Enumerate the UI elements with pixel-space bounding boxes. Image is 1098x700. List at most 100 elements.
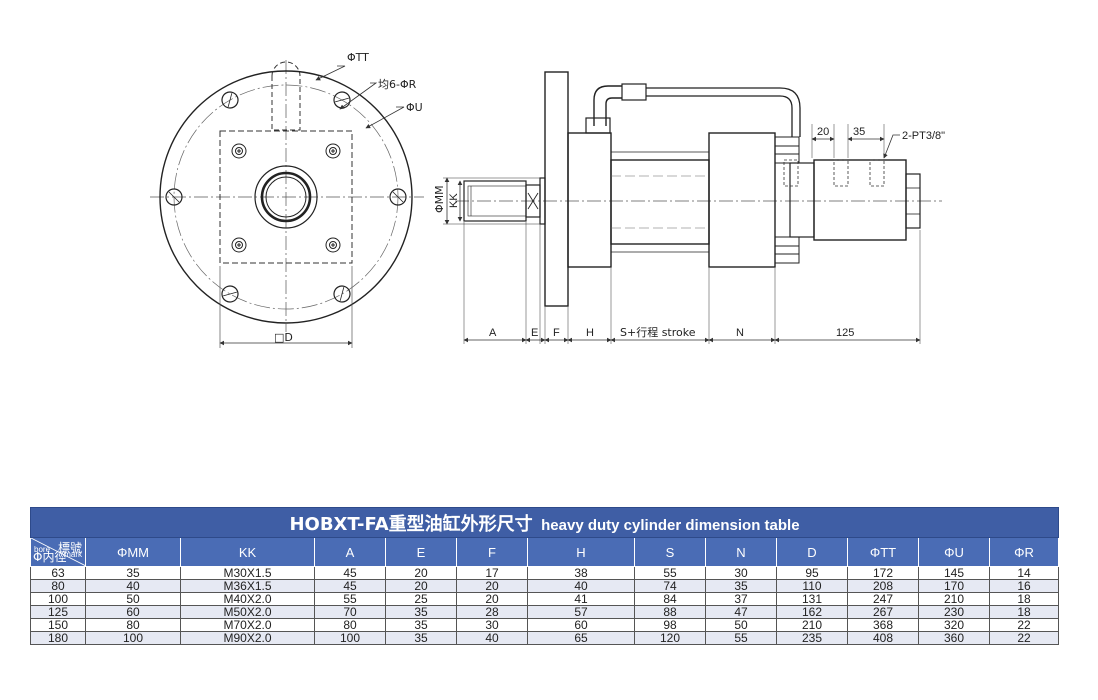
table-cell: 45	[314, 579, 386, 593]
bore-cell: 80	[30, 579, 86, 593]
table-cell: 60	[527, 618, 635, 632]
table-cell: 47	[705, 605, 777, 619]
table-cell: 37	[705, 592, 777, 606]
dimension-table: HOBXT-FA重型油缸外形尺寸 heavy duty cylinder dim…	[30, 507, 1059, 645]
table-cell: 145	[918, 566, 990, 580]
label-125: 125	[836, 327, 854, 339]
table-cell: 95	[776, 566, 848, 580]
column-header: S	[634, 537, 706, 567]
table-cell: 208	[847, 579, 919, 593]
table-title-sub: heavy duty cylinder dimension table	[541, 516, 800, 534]
table-cell: 100	[314, 631, 386, 645]
column-header: ΦMM	[85, 537, 181, 567]
table-cell: 41	[527, 592, 635, 606]
table-cell: 84	[634, 592, 706, 606]
table-cell: 235	[776, 631, 848, 645]
table-cell: 88	[634, 605, 706, 619]
table-cell: 360	[918, 631, 990, 645]
column-header: N	[705, 537, 777, 567]
column-header: E	[385, 537, 457, 567]
dimension-table-wrapper: HOBXT-FA重型油缸外形尺寸 heavy duty cylinder dim…	[30, 507, 1059, 645]
table-cell: 408	[847, 631, 919, 645]
table-cell: 30	[456, 618, 528, 632]
cap-block	[708, 132, 776, 268]
cylinder-tube	[610, 159, 710, 245]
table-cell: M50X2.0	[180, 605, 315, 619]
bore-cell: 100	[30, 592, 86, 606]
flange-plate	[544, 71, 569, 307]
table-cell: 98	[634, 618, 706, 632]
table-cell: 55	[705, 631, 777, 645]
side-view	[443, 71, 942, 344]
label-e: E	[531, 327, 538, 339]
table-cell: 55	[634, 566, 706, 580]
table-cell: 210	[918, 592, 990, 606]
table-cell: 20	[456, 592, 528, 606]
table-cell: 14	[989, 566, 1059, 580]
table-cell: 50	[705, 618, 777, 632]
label-kk: KK	[448, 193, 460, 208]
table-cell: 210	[776, 618, 848, 632]
table-cell: 16	[989, 579, 1059, 593]
column-header: ΦU	[918, 537, 990, 567]
table-cell: 22	[989, 618, 1059, 632]
table-cell: 320	[918, 618, 990, 632]
table-cell: 22	[989, 631, 1059, 645]
label-r: 均6-ΦR	[378, 78, 417, 91]
table-cell: 50	[85, 592, 181, 606]
table-cell: 35	[385, 605, 457, 619]
table-cell: 65	[527, 631, 635, 645]
table-cell: 162	[776, 605, 848, 619]
table-corner-cell: 標號 mark bore Φ内徑	[30, 537, 86, 567]
front-view	[150, 60, 424, 348]
table-cell: 131	[776, 592, 848, 606]
flange-outer-circle	[159, 70, 413, 324]
corner-mark-cn: 標號	[57, 541, 82, 555]
cap-nuts	[774, 136, 800, 264]
head-block	[567, 132, 612, 268]
table-cell: 35	[385, 631, 457, 645]
oil-pipe	[585, 83, 801, 137]
table-title-main: HOBXT-FA重型油缸外形尺寸	[289, 513, 533, 535]
table-cell: 17	[456, 566, 528, 580]
label-a: A	[489, 327, 497, 339]
rear-sensor-body	[813, 159, 907, 241]
table-cell: 35	[705, 579, 777, 593]
table-cell: 368	[847, 618, 919, 632]
table-cell: 230	[918, 605, 990, 619]
corner-diagonal	[31, 538, 85, 566]
corner-bore-cn: Φ内徑	[33, 550, 67, 564]
bore-cell: 125	[30, 605, 86, 619]
label-u: ΦU	[406, 101, 423, 114]
table-cell: 172	[847, 566, 919, 580]
table-cell: 170	[918, 579, 990, 593]
table-cell: 35	[85, 566, 181, 580]
table-cell: 110	[776, 579, 848, 593]
column-header: ΦTT	[847, 537, 919, 567]
label-35: 35	[853, 126, 865, 138]
table-cell: 80	[85, 618, 181, 632]
table-cell: 100	[85, 631, 181, 645]
table-cell: 267	[847, 605, 919, 619]
technical-drawing: ΦTT 均6-ΦR ΦU □D	[150, 51, 945, 348]
table-cell: 30	[705, 566, 777, 580]
table-cell: 55	[314, 592, 386, 606]
corner-mark-en: mark	[64, 550, 82, 559]
table-cell: 18	[989, 605, 1059, 619]
label-h: H	[586, 327, 594, 339]
column-header: F	[456, 537, 528, 567]
label-20: 20	[817, 126, 829, 138]
table-cell: 45	[314, 566, 386, 580]
table-cell: 74	[634, 579, 706, 593]
bore-cell: 150	[30, 618, 86, 632]
table-cell: M30X1.5	[180, 566, 315, 580]
table-cell: 28	[456, 605, 528, 619]
corner-bore-en: bore	[34, 545, 51, 554]
table-cell: 60	[85, 605, 181, 619]
table-title: HOBXT-FA重型油缸外形尺寸 heavy duty cylinder dim…	[30, 507, 1059, 538]
label-stroke: S+行程 stroke	[620, 326, 696, 339]
